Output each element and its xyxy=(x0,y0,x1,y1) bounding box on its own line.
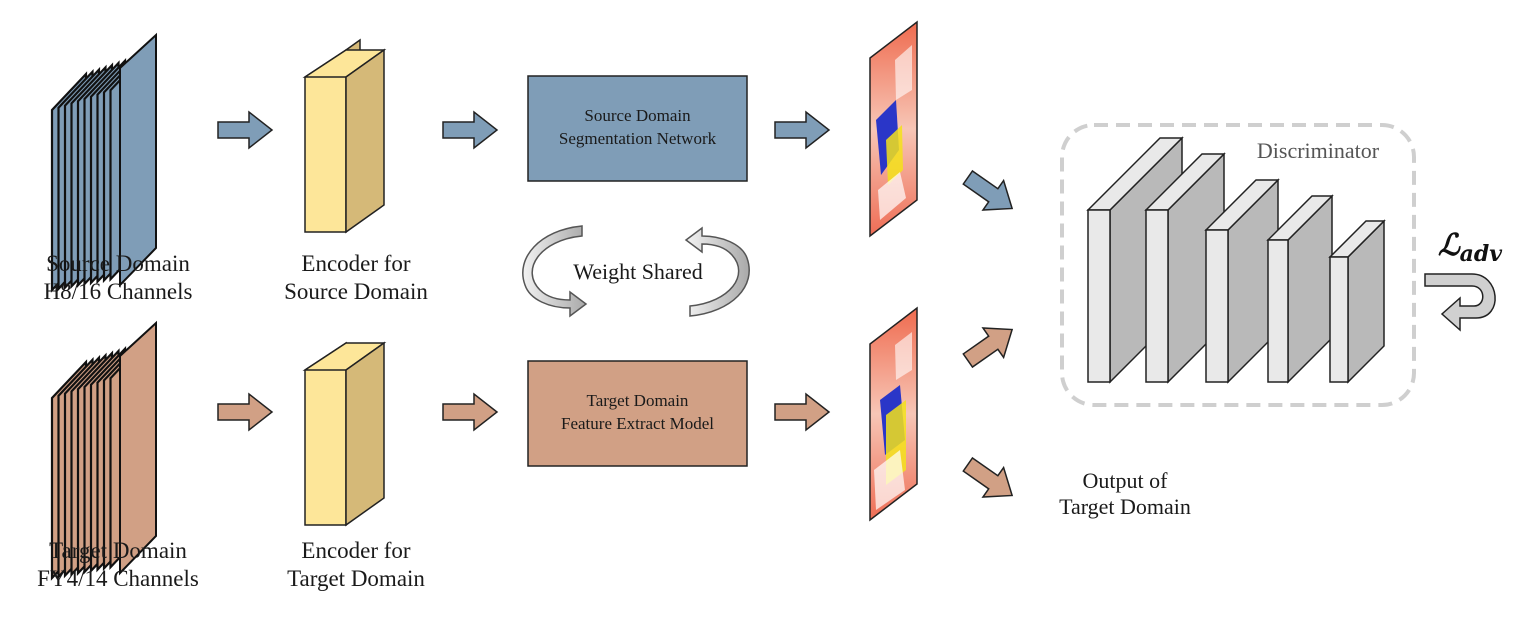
target-segmentation-map xyxy=(869,306,918,522)
encoder-target-label-line2: Target Domain xyxy=(287,565,425,591)
source-arrow-3 xyxy=(774,110,831,150)
discriminator-layer-5 xyxy=(1328,219,1386,384)
source-input-label: Source Domain H8/16 Channels xyxy=(18,250,218,305)
target-encoder-block xyxy=(302,341,387,527)
target-arrow-to-discriminator xyxy=(962,327,1014,369)
target-network-label-line2: Feature Extract Model xyxy=(561,413,714,433)
adversarial-loss-label: ℒadv xyxy=(1420,228,1520,267)
target-network-label: Target Domain Feature Extract Model xyxy=(528,390,747,436)
source-network-label-line2: Segmentation Network xyxy=(558,128,717,148)
encoder-source-label-line2: Source Domain xyxy=(284,278,428,304)
weight-shared-label: Weight Shared xyxy=(573,259,703,284)
target-arrow-1 xyxy=(217,392,274,432)
target-arrow-2 xyxy=(442,392,499,432)
weight-shared-curve-left xyxy=(522,225,588,318)
loss-subscript: adv xyxy=(1459,241,1503,267)
discriminator-frame xyxy=(1060,123,1416,407)
weight-shared-curve-right xyxy=(684,226,750,317)
encoder-target-label-line1: Encoder for xyxy=(301,538,411,563)
output-label-line1: Output of xyxy=(1082,468,1168,493)
output-label-line2: Target Domain xyxy=(1059,494,1191,520)
source-network-label-line1: Source Domain xyxy=(584,106,691,125)
target-input-stack xyxy=(50,320,157,581)
source-network-label: Source Domain Segmentation Network xyxy=(528,105,747,151)
source-input-label-line1: Source Domain xyxy=(46,251,190,276)
encoder-source-label: Encoder for Source Domain xyxy=(256,250,456,305)
target-input-label: Target Domain FY4/14 Channels xyxy=(18,537,218,592)
source-arrow-2 xyxy=(442,110,499,150)
loss-symbol: ℒ xyxy=(1437,228,1460,263)
channel-slab-front xyxy=(119,32,157,288)
discriminator-layers xyxy=(1086,136,1386,384)
target-arrow-3 xyxy=(774,392,831,432)
target-input-label-line1: Target Domain xyxy=(49,538,187,563)
discriminator-label: Discriminator xyxy=(1256,138,1380,163)
source-input-stack xyxy=(50,32,157,293)
output-label: Output of Target Domain xyxy=(1040,468,1210,521)
source-encoder-block xyxy=(302,38,387,234)
source-network-box xyxy=(527,75,748,182)
channel-slab-front xyxy=(119,320,157,576)
target-network-label-line1: Target Domain xyxy=(586,391,689,410)
source-segmentation-map xyxy=(869,20,918,238)
source-input-label-line2: H8/16 Channels xyxy=(43,278,193,304)
discriminator-layer-4 xyxy=(1266,194,1334,384)
target-input-label-line2: FY4/14 Channels xyxy=(37,565,199,591)
source-arrow-to-discriminator xyxy=(962,169,1014,211)
source-arrow-1 xyxy=(217,110,274,150)
loss-loop-arrow xyxy=(1424,273,1496,332)
encoder-target-label: Encoder for Target Domain xyxy=(256,537,456,592)
target-network-box xyxy=(527,360,748,467)
discriminator-layer-3 xyxy=(1204,178,1280,384)
target-arrow-to-output xyxy=(962,456,1014,498)
encoder-source-label-line1: Encoder for xyxy=(301,251,411,276)
